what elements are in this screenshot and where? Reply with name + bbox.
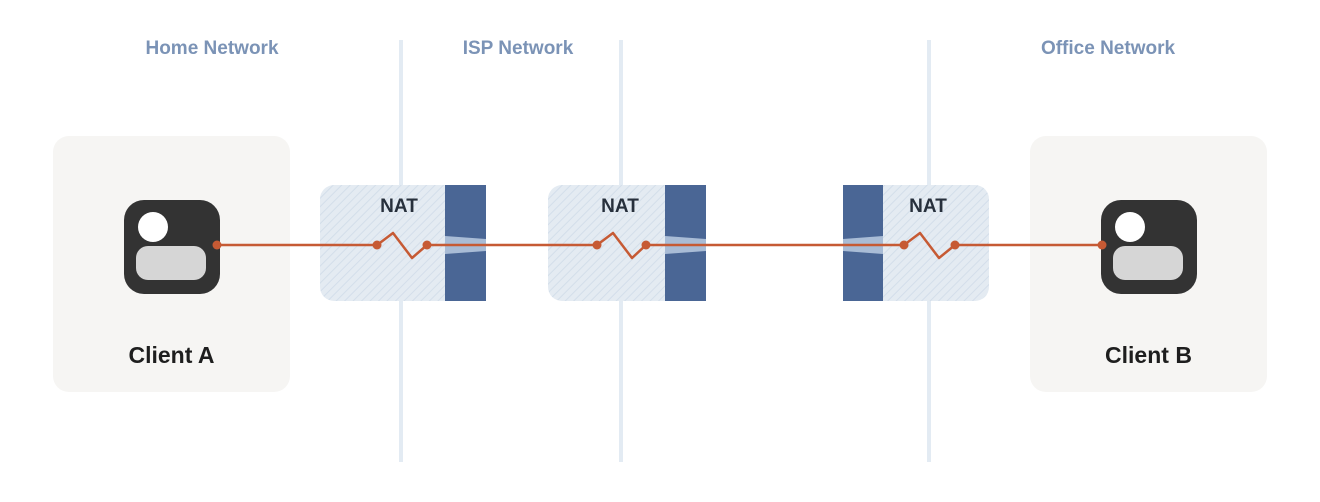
connection-node-office-nat-out — [950, 240, 960, 250]
connection-node-isp-nat-out — [641, 240, 651, 250]
computer-icon — [1101, 200, 1197, 294]
zone-label-office: Office Network — [1040, 38, 1176, 59]
nat-label-home: NAT — [380, 196, 418, 217]
client-card-b: Client B — [1030, 136, 1267, 392]
connection-node-client-b — [1097, 240, 1107, 250]
nat-label-isp: NAT — [601, 196, 639, 217]
connection-node-home-nat-in — [372, 240, 382, 250]
connection-segment-home-isp — [427, 231, 647, 260]
zone-label-isp: ISP Network — [462, 38, 574, 59]
client-card-a: Client A — [53, 136, 290, 392]
connection-segment-isp-office — [646, 231, 956, 260]
client-name-a: Client A — [128, 342, 215, 368]
client-name-b: Client B — [1105, 342, 1192, 368]
nat-label-office: NAT — [909, 196, 947, 217]
connection-segment-a-home — [217, 231, 428, 260]
connection-node-home-nat-out — [422, 240, 432, 250]
zone-label-home: Home Network — [145, 38, 279, 59]
connection-node-isp-nat-in — [592, 240, 602, 250]
connection-node-office-nat-in — [899, 240, 909, 250]
nat-box-home — [320, 185, 486, 301]
connection-node-client-a — [212, 240, 222, 250]
computer-icon — [124, 200, 220, 294]
